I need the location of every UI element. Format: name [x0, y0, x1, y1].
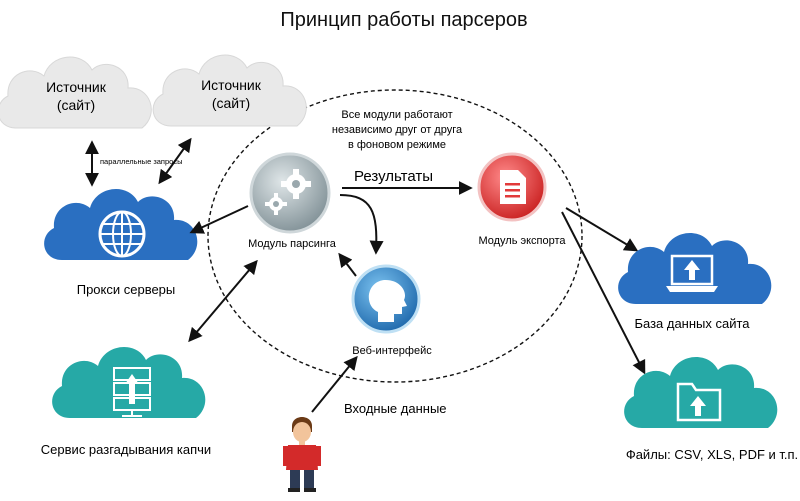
- note-line2: независимо друг от друга: [332, 124, 463, 136]
- arrow-parsing-proxy: [189, 205, 249, 234]
- proxy-servers-cloud: [44, 189, 198, 260]
- captcha-service-label: Сервис разгадывания капчи: [41, 442, 211, 457]
- files-label: Файлы: CSV, XLS, PDF и т.п.: [626, 447, 798, 462]
- arrow-parsing-web: [339, 194, 384, 255]
- arrow-source2-proxy: [158, 137, 192, 185]
- source-2-line2: (сайт): [212, 95, 250, 111]
- folder-upload-icon: [676, 382, 722, 422]
- module-boundary: [207, 89, 583, 383]
- parsing-module: [249, 152, 331, 234]
- head-profile-icon: [368, 279, 407, 322]
- export-module-label: Модуль экспорта: [478, 235, 566, 247]
- server-upload-icon: [113, 367, 151, 417]
- laptop-upload-icon: [666, 254, 718, 292]
- web-interface: [351, 264, 421, 334]
- gears-icon: [265, 169, 311, 215]
- note-line1: Все модули работают: [341, 109, 452, 121]
- arrow-export-database: [565, 207, 639, 252]
- globe-icon: [98, 210, 146, 258]
- arrow-export-files: [561, 211, 646, 375]
- site-database-label: База данных сайта: [634, 316, 750, 331]
- arrow-parsing-captcha: [188, 259, 258, 343]
- parallel-requests-label: параллельные запросы: [100, 157, 182, 166]
- source-cloud-2: Источник (сайт): [152, 54, 307, 127]
- input-data-label: Входные данные: [344, 401, 447, 416]
- results-label: Результаты: [354, 168, 433, 185]
- person-icon: [283, 417, 321, 492]
- source-1-line1: Источник: [46, 79, 107, 95]
- site-database-cloud: [618, 233, 772, 304]
- document-icon: [500, 170, 526, 204]
- source-2-line1: Источник: [201, 77, 262, 93]
- web-interface-label: Веб-интерфейс: [352, 345, 432, 357]
- source-1-line2: (сайт): [57, 97, 95, 113]
- diagram-title: Принцип работы парсеров: [280, 9, 527, 31]
- note-line3: в фоновом режиме: [348, 139, 446, 151]
- export-module: [477, 152, 547, 222]
- proxy-servers-label: Прокси серверы: [77, 282, 176, 297]
- parsing-module-label: Модуль парсинга: [248, 238, 337, 250]
- arrow-input-web: [311, 355, 358, 413]
- captcha-service-cloud: [52, 347, 206, 418]
- source-cloud-1: Источник (сайт): [0, 56, 152, 129]
- files-cloud: [624, 357, 778, 428]
- arrow-web-parsing: [338, 252, 357, 277]
